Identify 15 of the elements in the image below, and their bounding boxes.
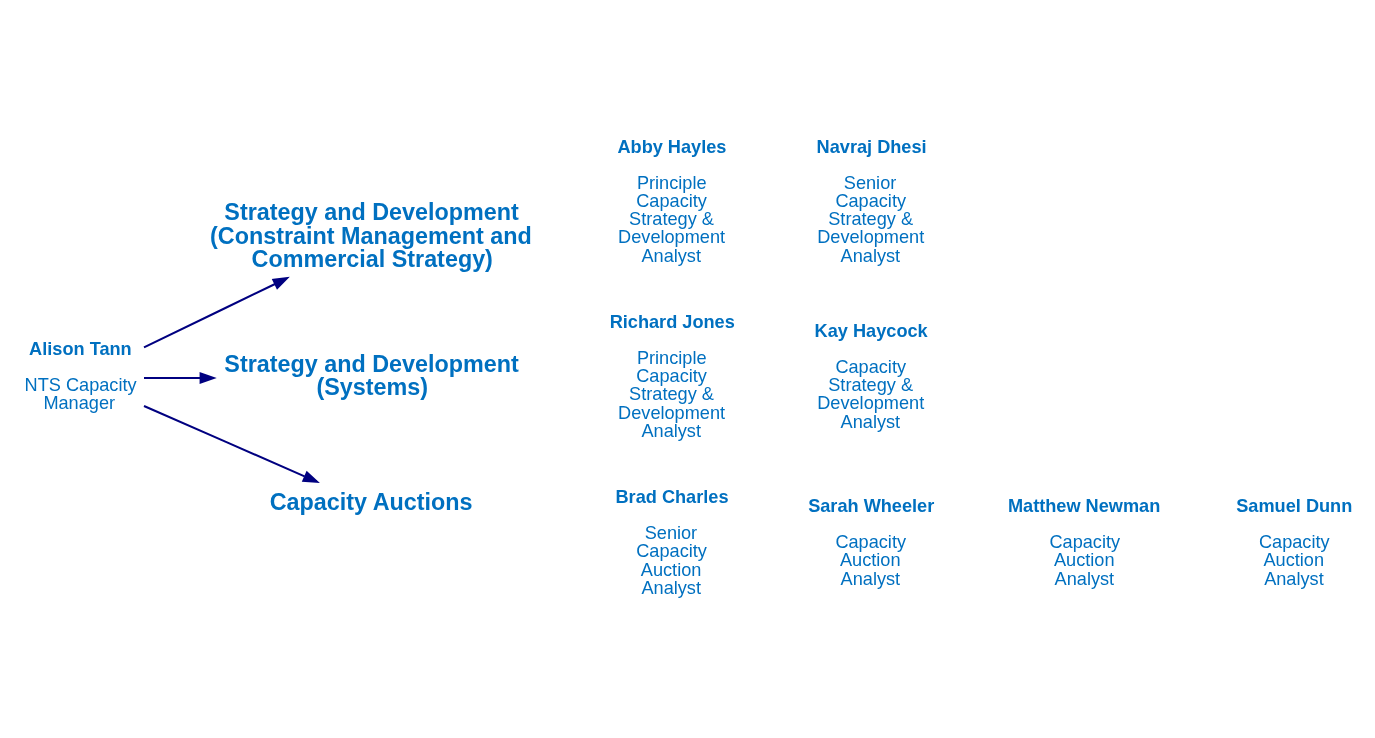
arrow: [144, 372, 217, 385]
node-text: Kay Haycock Capacity Strategy & Development Analyst: [814, 320, 928, 432]
node-text: Capacity Auctions: [269, 488, 473, 515]
node-text: Brad Charles Senior Capacity Auction Analyst: [615, 486, 729, 598]
node-text: Navraj Dhesi Senior Capacity Strategy & Development Analyst: [816, 136, 927, 266]
node-text: Matthew Newman Capacity Auction Analyst: [1007, 495, 1161, 589]
node-text: Samuel Dunn Capacity Auction Analyst: [1236, 495, 1353, 589]
arrow: [143, 276, 290, 349]
node-text: Abby Hayles Principle Capacity Strategy & Development Analyst: [617, 136, 727, 266]
arrow: [143, 405, 320, 484]
node-text: Richard Jones Principle Capacity Strategy & Development Analyst: [609, 311, 735, 441]
node-text: Strategy and Development (Systems): [224, 351, 519, 401]
node-text: Strategy and Development (Constraint Management and Commercial Strategy): [210, 199, 532, 273]
node-text: Alison Tann NTS Capacity Manager: [24, 338, 137, 414]
node-text: Sarah Wheeler Capacity Auction Analyst: [808, 495, 935, 589]
